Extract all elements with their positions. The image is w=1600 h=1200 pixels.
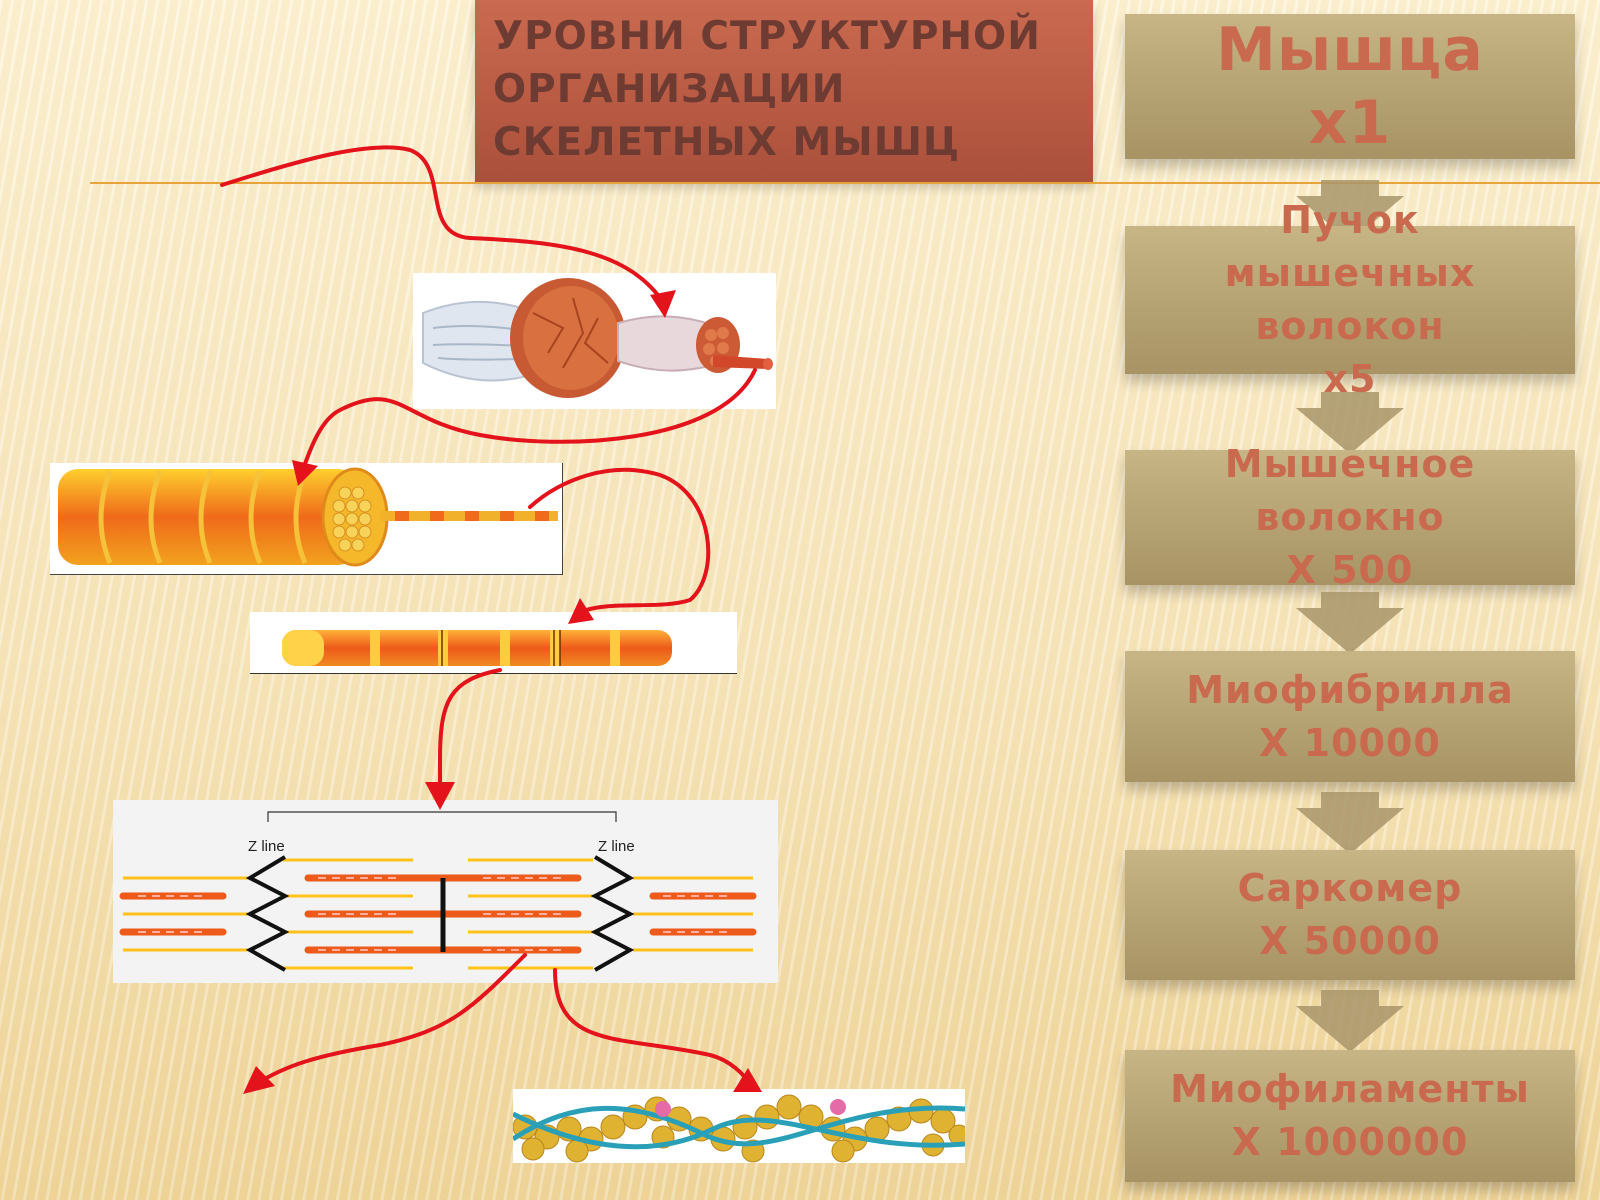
z-line-label-left: Z line (248, 838, 285, 855)
level-label-myofilaments: Миофиламенты X 1000000 (1170, 1067, 1530, 1164)
arrowhead-icon (650, 290, 676, 318)
down-arrow-icon (1296, 592, 1404, 654)
title-banner: УРОВНИ СТРУКТУРНОЙ ОРГАНИЗАЦИИ СКЕЛЕТНЫХ… (475, 0, 1093, 182)
connector-curve (553, 968, 752, 1087)
level-label-sarcomere: Саркомер X 50000 (1237, 866, 1463, 963)
connector-curve (300, 368, 757, 474)
down-arrow-icon (1296, 180, 1404, 242)
sarcomere-diagram: Z line Z line (113, 800, 778, 983)
down-arrow-icon (1296, 990, 1404, 1052)
myofibril-illustration (250, 612, 737, 674)
connector-curve (528, 467, 711, 614)
down-arrow-icon (1296, 792, 1404, 854)
level-label-myofibril: Миофибрилла X 10000 (1186, 667, 1514, 765)
z-line-left (245, 855, 290, 972)
level-box-fiber: Мышечное волокно X 500 (1125, 442, 1575, 592)
troponin-marker (655, 1101, 671, 1117)
level-label-fiber: Мышечное волокно X 500 (1224, 442, 1476, 592)
muscle-illustration (413, 273, 776, 409)
level-label-bundle: Пучок мышечных волокон x5 (1224, 198, 1476, 401)
myofilament-illustration (513, 1089, 965, 1163)
z-line-label-right: Z line (598, 838, 635, 855)
level-box-bundle: Пучок мышечных волокон x5 (1125, 198, 1575, 401)
sarcomere-bracket (267, 811, 617, 822)
connector-curve (438, 668, 502, 797)
arrowhead-icon (568, 598, 594, 624)
troponin-marker (830, 1099, 846, 1115)
level-label-muscle: Мышца x1 (1216, 14, 1484, 158)
arrowhead-icon (425, 782, 455, 810)
slide-title: УРОВНИ СТРУКТУРНОЙ ОРГАНИЗАЦИИ СКЕЛЕТНЫХ… (493, 14, 1041, 165)
arrowhead-icon (733, 1068, 762, 1092)
arrowhead-icon (292, 460, 318, 486)
level-box-sarcomere: Саркомер X 50000 (1125, 850, 1575, 980)
connector-curve (220, 145, 667, 307)
level-box-muscle: Мышца x1 (1125, 14, 1575, 159)
level-box-myofilaments: Миофиламенты X 1000000 (1125, 1050, 1575, 1182)
arrowhead-icon (243, 1066, 275, 1094)
title-divider (90, 182, 1600, 184)
z-line-right (590, 855, 635, 972)
level-box-myofibril: Миофибрилла X 10000 (1125, 651, 1575, 782)
connector-curve (253, 953, 527, 1087)
muscle-fiber-illustration (50, 463, 563, 575)
down-arrow-icon (1296, 392, 1404, 454)
